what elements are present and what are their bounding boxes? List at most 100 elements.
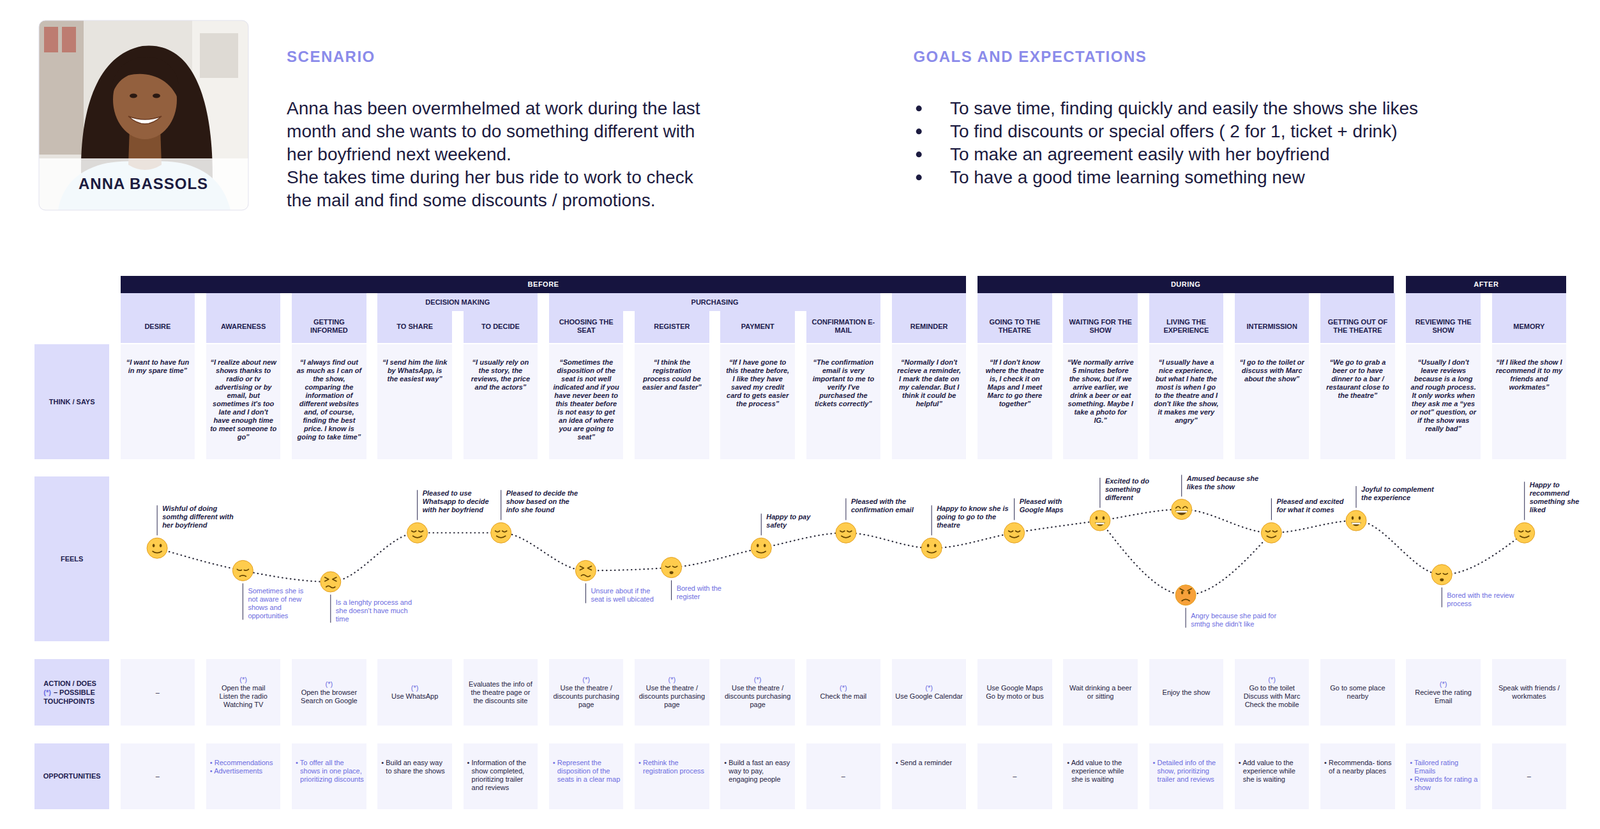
node-text-wrap: “Usually I don't leave reviews because i… — [1405, 344, 1481, 438]
feeling-note: Happy to pay safety — [766, 512, 828, 530]
feeling-note: Pleased and excited for what it comes — [1276, 497, 1344, 514]
emotion-face-part — [1350, 522, 1362, 527]
node-text-wrap: WAITING FOR THE SHOW — [1063, 317, 1138, 335]
leader-line — [330, 594, 331, 623]
action-cell: (*)Open the browserSearch on Google — [291, 658, 367, 726]
stage-title: DESIRE — [123, 322, 193, 331]
quote-cell: “The confirmation email is very importan… — [806, 344, 882, 460]
feeling-note: Wishful of doing somthg different with h… — [162, 504, 239, 530]
node-text-wrap: “If I don't know where the theatre is, I… — [977, 344, 1053, 414]
node-text-wrap: THINK / SAYS — [34, 397, 110, 407]
opportunity-text: – — [977, 771, 1053, 781]
stage-header: CONFIRMATION E-MAIL — [806, 310, 882, 343]
scenario-text: Anna has been overmhelmed at work during… — [286, 97, 715, 212]
emotion-face-part — [575, 559, 596, 581]
action-cell: (*)Check the mail — [806, 658, 882, 726]
emotion-face — [1260, 522, 1282, 543]
touchpoint-mark: (*) — [43, 688, 52, 696]
phase-band: DURING — [977, 275, 1394, 294]
node-text-wrap: Enjoy the show — [1149, 684, 1224, 701]
stage-header: GOING TO THE THEATRE — [977, 293, 1053, 343]
opportunity-cell: • Detailed info of the show, prioritizin… — [1149, 743, 1224, 810]
stage-header: PAYMENT — [720, 310, 795, 343]
opportunity-text: • Send a reminder — [895, 758, 965, 767]
row-title: – POSSIBLE TOUCHPOINTS — [43, 688, 95, 705]
node-text-wrap: • Represent the disposition of the seats… — [549, 743, 624, 788]
action-text: Listen the radio — [209, 692, 278, 701]
action-cell: (*)Open the mailListen the radioWatching… — [206, 658, 281, 726]
touchpoint-mark: (*) — [723, 675, 792, 684]
emotion-face-part — [835, 522, 857, 543]
persona-photo — [38, 20, 249, 211]
action-text: Open the mail — [209, 683, 278, 693]
emotion-face-part — [1439, 577, 1444, 582]
node-text-wrap: AWARENESS — [206, 322, 281, 331]
emotion-face-part — [1181, 598, 1190, 601]
emotion-face-part — [411, 530, 424, 532]
action-text: Wait drinking a beer or sitting — [1066, 683, 1135, 701]
emotion-face — [146, 537, 168, 559]
emotion-face-part — [495, 530, 507, 532]
quote-cell: “I send him the link by WhatsApp, is the… — [377, 344, 453, 460]
stage-title: GETTING INFORMED — [294, 317, 364, 335]
action-text: Enjoy the show — [1152, 688, 1221, 697]
emotion-face-part — [152, 550, 162, 553]
node-text-wrap: ANNA BASSOLS — [38, 174, 249, 211]
stage-title: AWARENESS — [208, 322, 279, 331]
stage-header: INTERMISSION — [1234, 293, 1310, 343]
opportunity-cell: – — [977, 743, 1053, 810]
action-text: Use the theatre / discounts purchasing p… — [552, 683, 621, 709]
emotion-face-part — [320, 571, 341, 592]
touchpoint-mark: (*) — [552, 675, 621, 684]
quote-cell: “I always find out as much as I can of t… — [291, 344, 367, 460]
leader-line — [585, 582, 587, 603]
action-text: Use Google Maps — [980, 683, 1050, 693]
node-text-wrap: “If I have gone to this theatre before, … — [720, 344, 795, 414]
action-text: Search on Google — [294, 696, 364, 705]
stage-header: GETTING INFORMED — [291, 293, 367, 343]
opportunity-text: – — [120, 771, 196, 781]
quote-cell: “I usually rely on the story, the review… — [463, 344, 539, 460]
stage-header: WAITING FOR THE SHOW — [1063, 293, 1138, 343]
emotion-face-part — [146, 537, 168, 559]
stage-header: MEMORY — [1492, 293, 1567, 343]
node-text-wrap: REGISTER — [634, 322, 710, 331]
stage-header: REMINDER — [891, 293, 967, 343]
emotion-face-part — [1188, 590, 1191, 595]
feeling-note: Pleased with Google Maps — [1019, 497, 1083, 514]
opportunity-cell: • Build an easy way to share the shows — [377, 743, 453, 810]
node-text-wrap: “I usually rely on the story, the review… — [463, 344, 539, 397]
node-text-wrap: “I go to the toilet or discuss with Marc… — [1234, 344, 1310, 389]
row-title: FEELS — [38, 554, 106, 564]
node-text-wrap: • Tailored rating Emails• Rewards for ra… — [1405, 743, 1481, 796]
emotion-face-part — [1351, 515, 1355, 520]
emotion-face-part — [1265, 530, 1277, 532]
opportunity-text: – — [1492, 771, 1567, 781]
persona-photo-part — [111, 56, 180, 101]
quote-text: “I realize about new shows thanks to rad… — [210, 358, 278, 442]
stage-title: INTERMISSION — [1237, 322, 1307, 331]
opportunity-cell: • Build a fast an easy way to pay, engag… — [720, 743, 795, 810]
emotion-face-part — [665, 566, 678, 568]
leader-line — [1524, 481, 1525, 520]
action-text: Watching TV — [209, 700, 278, 709]
node-text-wrap: – — [120, 771, 196, 781]
stage-title: REGISTER — [637, 322, 707, 331]
persona-photo-part — [38, 20, 84, 155]
node-text-wrap: DESIRE — [120, 322, 196, 331]
action-text: – — [123, 688, 193, 697]
node-text-wrap: • Add value to the experience while she … — [1063, 743, 1138, 788]
emotion-face-part — [496, 535, 506, 538]
node-text-wrap: (*)Use WhatsApp — [377, 679, 453, 705]
emotion-face-part — [840, 530, 852, 532]
emotion-face-part — [1514, 522, 1535, 543]
feeling-note: Sometimes she is not aware of new shows … — [247, 586, 311, 620]
stage-header: DESIRE — [120, 293, 196, 343]
opportunity-text: • To offer all the shows in one place, p… — [295, 758, 364, 784]
persona-card-border — [38, 20, 249, 211]
action-cell: Speak with friends / workmates — [1492, 658, 1567, 726]
persona-photo-part — [44, 26, 59, 53]
node-text-wrap: Speak with friends / workmates — [1492, 679, 1567, 705]
node-text-wrap: MEMORY — [1492, 322, 1567, 331]
emotion-face-part — [841, 535, 851, 538]
